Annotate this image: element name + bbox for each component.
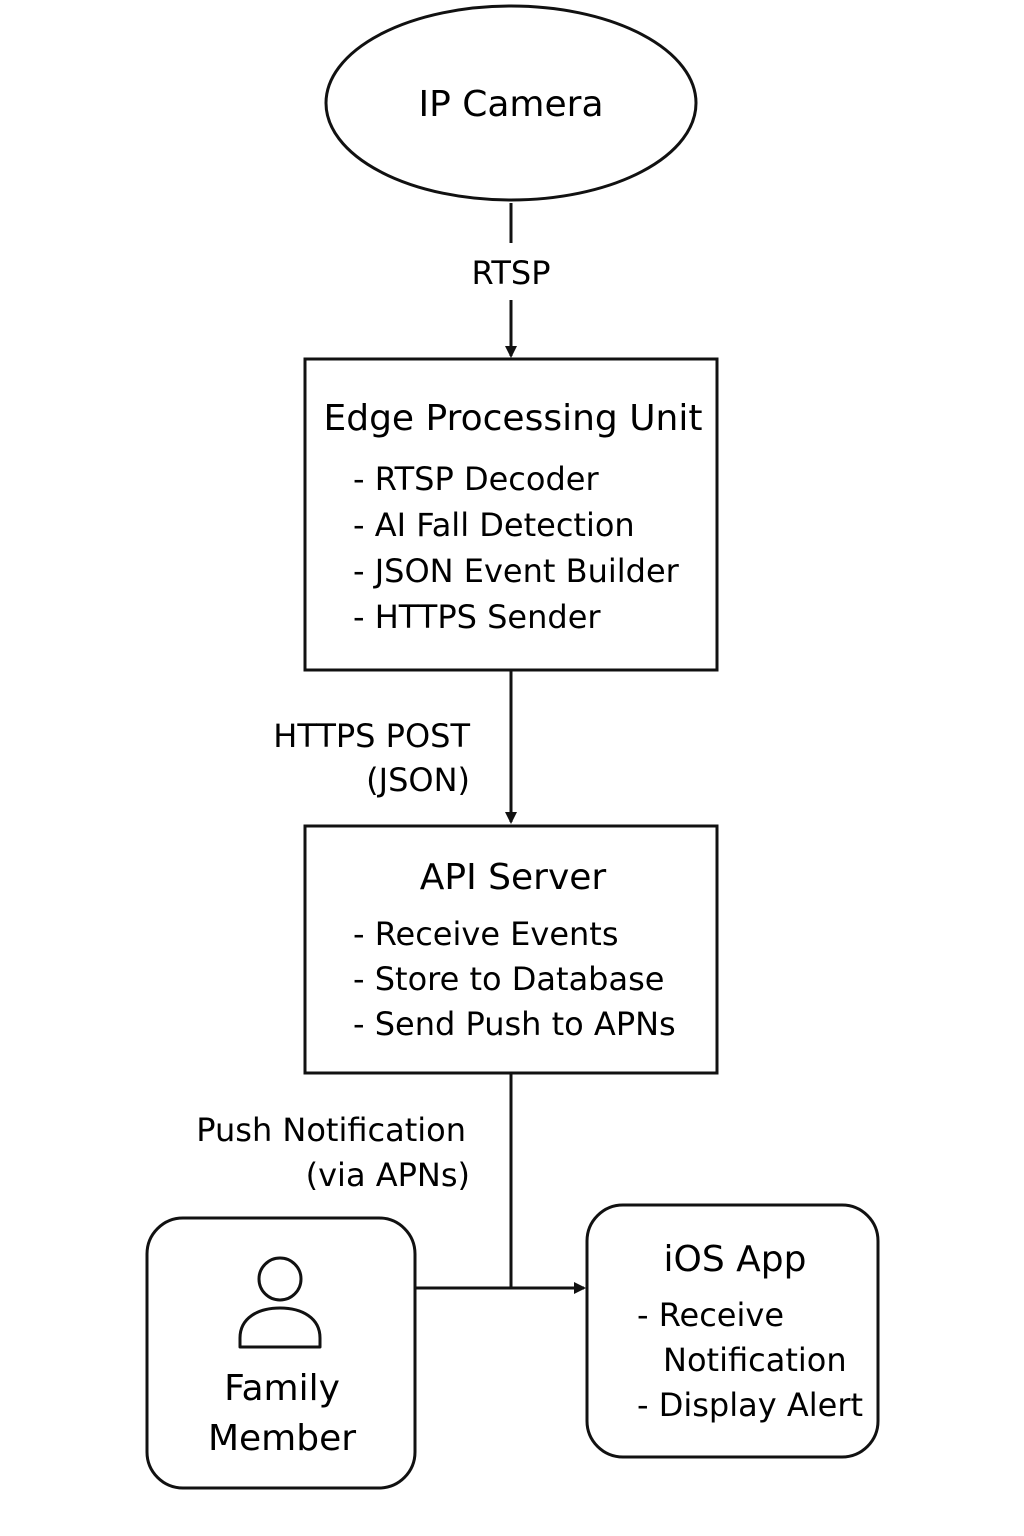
ios-app-item: - Receive <box>637 1296 784 1334</box>
edge-processing-unit-box <box>303 357 719 672</box>
api-server-node: API Server - Receive Events - Store to D… <box>303 824 719 1075</box>
edge-camera-to-edge: RTSP <box>471 203 551 358</box>
edge-label-https-post: HTTPS POST <box>273 717 470 755</box>
family-member-node: Family Member <box>145 1216 417 1490</box>
edge-api-to-ios: Push Notification (via APNs) <box>196 1073 586 1294</box>
api-server-item: - Receive Events <box>353 915 619 953</box>
person-icon <box>238 1256 322 1349</box>
edge-processing-unit-title: Edge Processing Unit <box>323 398 702 439</box>
family-member-label: Family <box>224 1368 340 1409</box>
ios-app-item: Notification <box>663 1341 847 1379</box>
ip-camera-ellipse <box>324 4 698 202</box>
edge-processing-unit-item: - HTTPS Sender <box>353 598 601 636</box>
ip-camera-title: IP Camera <box>418 84 603 125</box>
edge-label-push-notification: Push Notification <box>196 1111 466 1149</box>
ios-app-title: iOS App <box>664 1239 807 1280</box>
api-server-title: API Server <box>420 857 607 898</box>
api-server-item: - Store to Database <box>353 960 664 998</box>
edge-label-via-apns: (via APNs) <box>306 1156 470 1194</box>
edge-processing-unit-node: Edge Processing Unit - RTSP Decoder - AI… <box>303 357 719 672</box>
edge-processing-unit-item: - AI Fall Detection <box>353 506 635 544</box>
ios-app-box <box>585 1203 880 1459</box>
family-member-label: Member <box>208 1418 356 1459</box>
edge-label-json: (JSON) <box>366 761 470 799</box>
ios-app-node: iOS App - Receive Notification - Display… <box>585 1203 880 1459</box>
ios-app-item: - Display Alert <box>637 1386 863 1424</box>
edge-processing-unit-item: - JSON Event Builder <box>353 552 680 590</box>
api-server-item: - Send Push to APNs <box>353 1005 676 1043</box>
edge-label-rtsp: RTSP <box>471 254 550 292</box>
family-member-box <box>145 1216 417 1490</box>
edge-edge-to-api: HTTPS POST (JSON) <box>273 670 517 824</box>
ip-camera-node: IP Camera <box>324 4 698 202</box>
api-server-box <box>303 824 719 1075</box>
edge-processing-unit-item: - RTSP Decoder <box>353 460 599 498</box>
